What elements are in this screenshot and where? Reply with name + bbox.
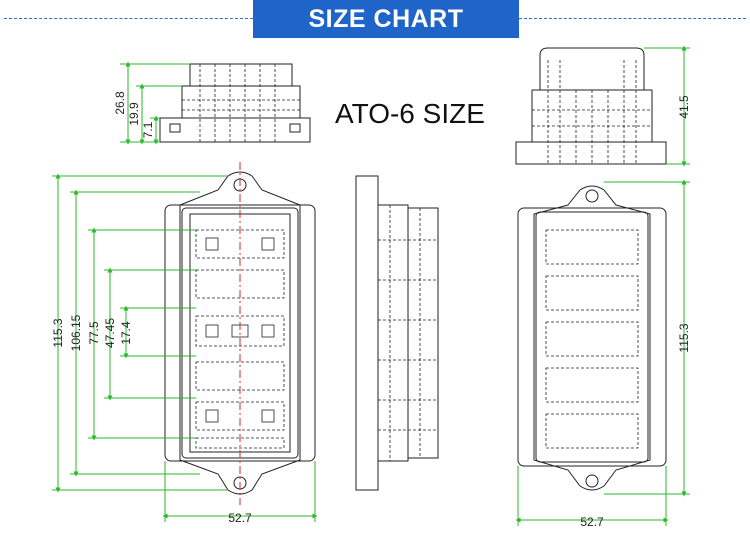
dim-length-17-4: 17.4 xyxy=(119,321,133,345)
dim-length-115-3: 115.3 xyxy=(51,318,65,347)
bottom-view-slots xyxy=(545,229,639,449)
header-rule-left xyxy=(4,18,253,19)
top-view-slot-tabs xyxy=(205,237,275,423)
dim-side-19-9: 19.9 xyxy=(127,102,141,126)
top-view-dimensions xyxy=(52,173,318,522)
front-view xyxy=(515,47,667,165)
dim-width-left: 52.7 xyxy=(228,511,252,525)
dim-width-right: 52.7 xyxy=(580,515,604,529)
bottom-view xyxy=(517,185,667,491)
model-size-label: ATO-6 SIZE xyxy=(335,98,485,129)
front-view-dimensions xyxy=(644,45,690,167)
side-view-dimensions xyxy=(120,61,190,145)
side-profile-view xyxy=(355,175,439,491)
dim-front-41-5: 41.5 xyxy=(677,95,691,119)
dim-length-47-45: 47.45 xyxy=(103,318,117,348)
size-chart-title: SIZE CHART xyxy=(253,0,519,38)
dim-length-106-15: 106.15 xyxy=(69,314,83,351)
header-rule-right xyxy=(519,18,746,19)
dim-length-77-5: 77.5 xyxy=(87,321,101,345)
bottom-view-dimensions xyxy=(515,179,690,526)
side-view xyxy=(159,63,311,143)
dim-right-length-115-3: 115.3 xyxy=(677,323,691,352)
dim-side-26-8: 26.8 xyxy=(113,91,127,115)
dim-side-7-1: 7.1 xyxy=(141,121,155,138)
